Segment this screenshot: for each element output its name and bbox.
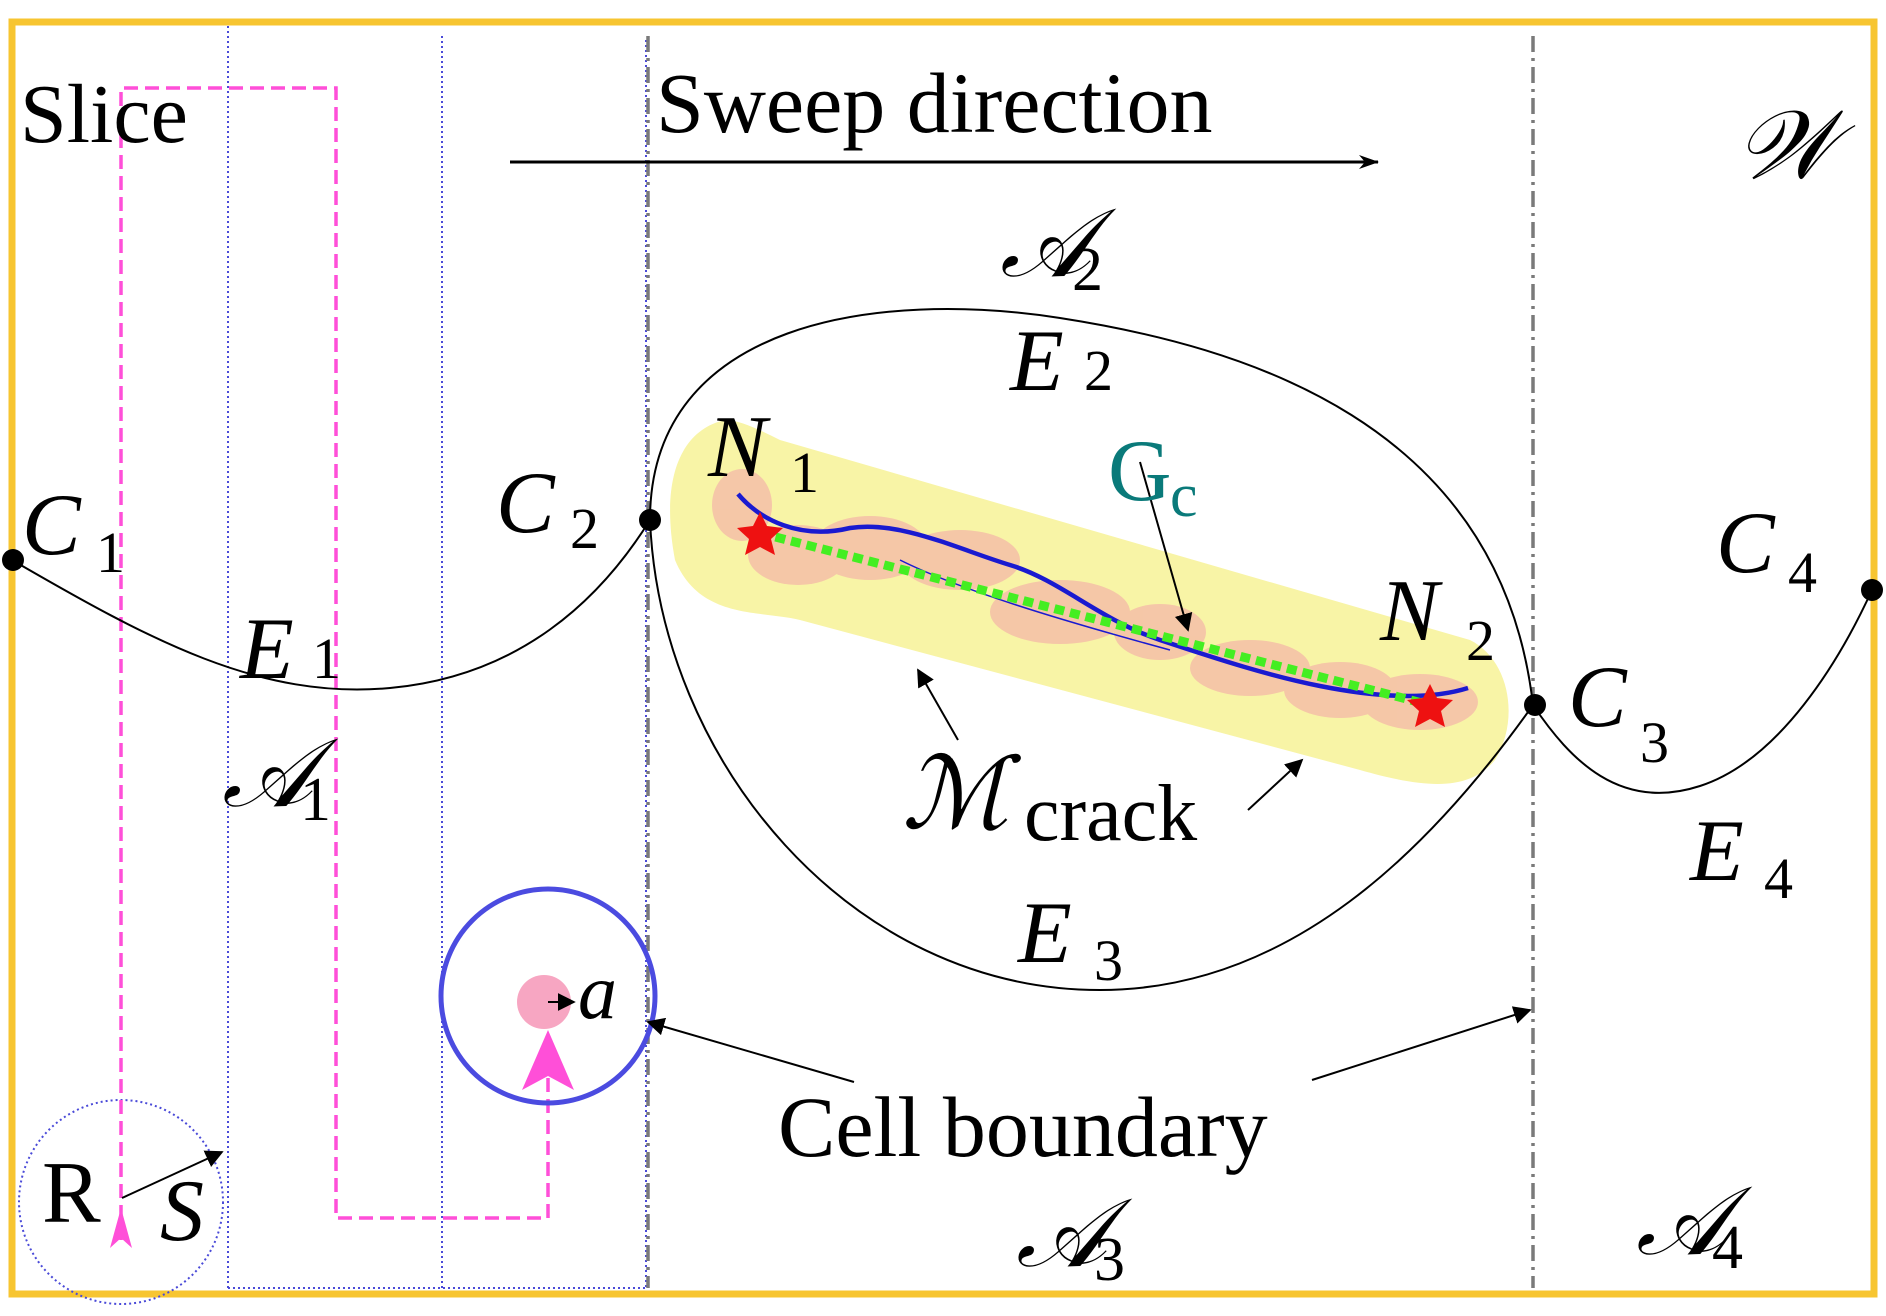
gc-sub: c: [1170, 462, 1198, 530]
c3-label: C: [1568, 649, 1628, 746]
gc-line: [758, 528, 1432, 710]
area-a4-sub: 4: [1712, 1214, 1743, 1282]
edge-e2: [649, 308, 1534, 706]
cell-boundary-lines: [646, 36, 1535, 1288]
s-label: S: [160, 1163, 204, 1260]
workspace-label: 𝒲: [1735, 89, 1856, 201]
node-n1-star: [737, 512, 783, 555]
edge-e4: [1532, 589, 1873, 794]
e1-label: E: [238, 601, 294, 698]
mcrack-sub: crack: [1024, 770, 1197, 858]
critical-points: [2, 509, 1883, 716]
area-a2-sub: 2: [1072, 236, 1103, 304]
area-a3-sub: 3: [1094, 1226, 1125, 1294]
edge-e1: [11, 519, 651, 691]
robot-body: [517, 975, 571, 1029]
c1-label: C: [22, 477, 82, 574]
sensor-radius-arrow: [121, 1150, 224, 1199]
n1-label: N: [707, 399, 771, 496]
slice-path: [119, 86, 550, 1240]
n1-sub: 1: [790, 440, 819, 505]
gc-label: G: [1108, 423, 1172, 520]
c2-sub: 2: [570, 496, 599, 561]
n2-label: N: [1379, 563, 1443, 660]
start-arrow-icon: [110, 1208, 132, 1248]
e3-label: E: [1016, 885, 1072, 982]
robot-sensing-circle: [438, 886, 658, 1106]
cell-boundary-label: Cell boundary: [778, 1079, 1268, 1175]
c4-label: C: [1716, 495, 1776, 592]
e1-sub: 1: [312, 626, 341, 691]
c1-sub: 1: [96, 520, 125, 585]
workspace-border: [8, 18, 1878, 1298]
mcrack-label: ℳ: [902, 735, 1022, 852]
crack-line: [736, 492, 1469, 699]
e3-sub: 3: [1094, 928, 1123, 993]
slice-label: Slice: [20, 68, 188, 161]
n2-sub: 2: [1466, 608, 1495, 673]
robot-arrow-icon: [522, 1030, 574, 1090]
e4-label: E: [1688, 803, 1744, 900]
c4-sub: 4: [1788, 540, 1817, 605]
area-a1-sub: 1: [300, 766, 331, 834]
annotation-arrows: [646, 461, 1532, 1083]
e2-label: E: [1008, 313, 1064, 410]
e4-sub: 4: [1764, 846, 1793, 911]
sweep-direction-label: Sweep direction: [656, 55, 1212, 151]
e2-sub: 2: [1084, 338, 1113, 403]
c3-sub: 3: [1640, 710, 1669, 775]
r-label: R: [42, 1145, 101, 1242]
node-n2-star: [1407, 684, 1453, 727]
c2-label: C: [496, 455, 556, 552]
slice-lines: [18, 26, 647, 1305]
edge-e3: [649, 519, 1534, 992]
a-label: a: [578, 948, 617, 1035]
